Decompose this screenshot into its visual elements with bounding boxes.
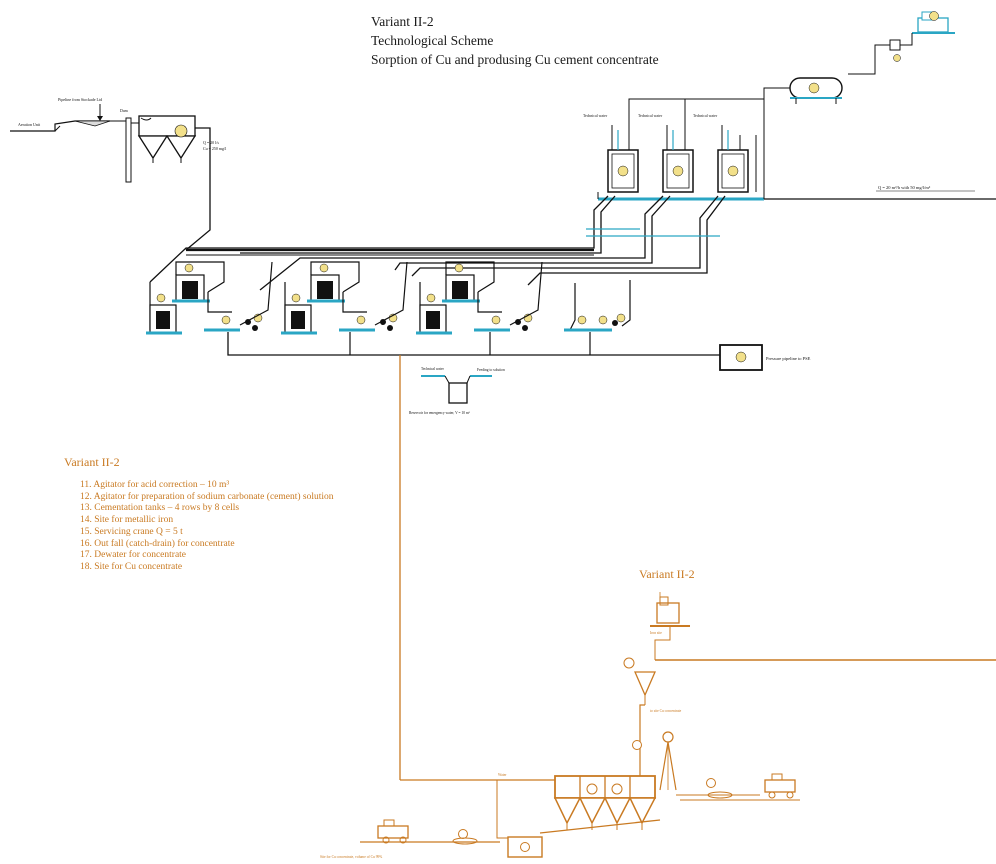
collector-line: Pressure pipeline to PSE bbox=[227, 332, 811, 780]
agitator-unit-2 bbox=[281, 261, 408, 335]
svg-text:Technical water: Technical water bbox=[638, 114, 663, 118]
svg-text:Water: Water bbox=[498, 773, 507, 777]
svg-text:Technical water: Technical water bbox=[583, 114, 608, 118]
svg-text:Q = 20 l/s: Q = 20 l/s bbox=[203, 140, 219, 145]
legend-item: 13. Cementation tanks – 4 rows by 8 cell… bbox=[80, 503, 240, 514]
settler-tank bbox=[131, 115, 197, 163]
cementation-section: Iron site to site Cu concentrate bbox=[320, 592, 996, 860]
legend-heading: Variant II-2 bbox=[64, 455, 120, 469]
svg-text:to site Cu concentrate: to site Cu concentrate bbox=[650, 709, 682, 713]
svg-text:Feeding to solution: Feeding to solution bbox=[477, 368, 505, 372]
title-block: Variant II-2 Technological Scheme Sorpti… bbox=[371, 12, 659, 69]
legend-list: 11. Agitator for acid correction – 10 m³… bbox=[64, 480, 334, 574]
pipe-bundle bbox=[149, 195, 726, 291]
equipment-badge bbox=[929, 11, 939, 21]
pressure-pipeline-label: Pressure pipeline to PSE bbox=[766, 356, 811, 361]
title-line-2: Technological Scheme bbox=[371, 33, 494, 48]
legend-item: 14. Site for metallic iron bbox=[80, 515, 174, 526]
title-line-1: Variant II-2 bbox=[371, 14, 434, 29]
legend-item: 11. Agitator for acid correction – 10 m³ bbox=[80, 480, 230, 490]
agitator-unit-1 bbox=[146, 261, 273, 335]
concentrate-note: Site for Cu concentrate, volume of Cu 99… bbox=[320, 855, 382, 860]
svg-text:Reservoir for emergency water,: Reservoir for emergency water, V = 10 m³ bbox=[409, 411, 471, 416]
equipment-badge bbox=[174, 124, 188, 138]
title-line-3: Sorption of Cu and produsing Cu cement c… bbox=[371, 52, 659, 67]
svg-text:Cu = 250 mg/l: Cu = 250 mg/l bbox=[203, 146, 227, 151]
dam-label: Dam bbox=[120, 108, 129, 113]
legend-item: 15. Servicing crane Q = 5 t bbox=[80, 526, 183, 537]
legend: Variant II-2 11. Agitator for acid corre… bbox=[64, 455, 334, 574]
cylindrical-tank bbox=[789, 77, 843, 104]
pipeline-top-label: Pipeline from Stockade Ltd bbox=[58, 97, 102, 102]
legend-item: 12. Agitator for preparation of sodium c… bbox=[80, 491, 334, 502]
svg-text:Iron site: Iron site bbox=[650, 631, 662, 635]
agitator-unit-3 bbox=[416, 261, 543, 335]
reagent-section: Technical water Technical water Technica… bbox=[583, 11, 996, 201]
svg-text:Technical water: Technical water bbox=[693, 114, 718, 118]
variant-label-lower: Variant II-2 bbox=[639, 567, 695, 581]
aeration-unit-label: Aeration Unit bbox=[18, 122, 41, 127]
legend-item: 18. Site for Cu concentrate bbox=[80, 561, 183, 572]
legend-item: 16. Out fall (catch-drain) for concentra… bbox=[80, 538, 235, 549]
emergency-reservoir: Technical water Feeding to solution Rese… bbox=[409, 367, 505, 416]
agitator-unit-4 bbox=[564, 280, 631, 332]
svg-text:Technical water: Technical water bbox=[421, 367, 445, 371]
flow-label-top: Q = 20 m³/h with 50 mg/l/m³ bbox=[878, 185, 931, 190]
dam bbox=[125, 117, 132, 183]
legend-item: 17. Dewater for concentrate bbox=[80, 550, 187, 561]
inlet-section: Pipeline from Stockade Ltd Aeration Unit… bbox=[10, 97, 227, 225]
sorption-columns: Technical water Technical water Technica… bbox=[583, 114, 765, 201]
